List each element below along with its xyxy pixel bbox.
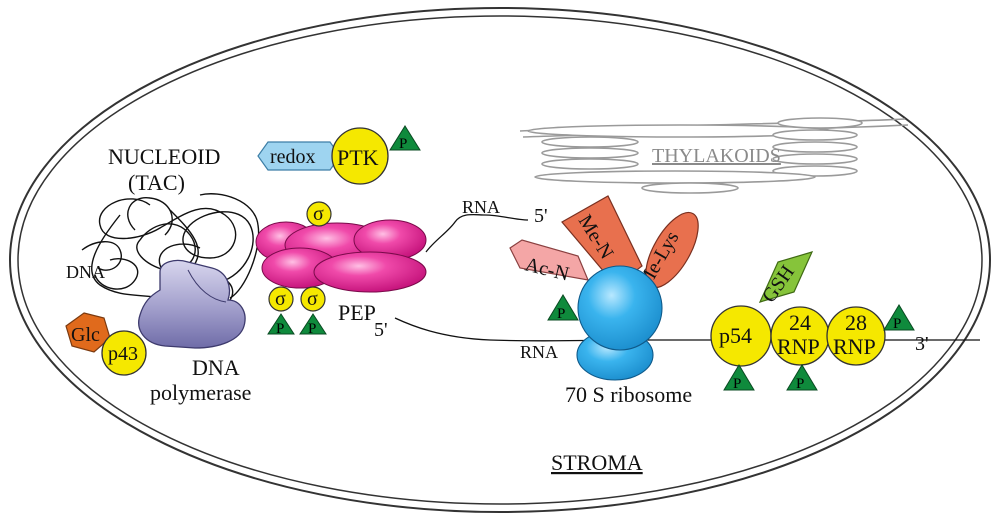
dna-label: DNA bbox=[66, 262, 105, 282]
lower-five-prime-label: 5' bbox=[374, 319, 388, 341]
phospho-label-ribosome: P bbox=[557, 306, 565, 322]
chloroplast-envelope bbox=[9, 7, 991, 513]
tac-label: (TAC) bbox=[128, 170, 185, 195]
phospho-label-ptk: P bbox=[399, 136, 407, 152]
lower-rna-label: RNA bbox=[520, 342, 558, 362]
phospho-label-p54: P bbox=[733, 376, 741, 392]
gsh-tag bbox=[758, 251, 814, 303]
ptk-circle bbox=[331, 127, 389, 185]
upper-five-prime-label: 5' bbox=[534, 205, 548, 227]
rnp28-number: 28 bbox=[845, 310, 867, 335]
rnp28-circle bbox=[826, 306, 886, 366]
pep-complex bbox=[255, 219, 427, 293]
p43-circle bbox=[101, 330, 147, 376]
phospho-sigma-right bbox=[299, 313, 327, 335]
pep-label: PEP bbox=[338, 300, 376, 325]
dna-polymerase bbox=[138, 259, 246, 349]
three-prime-label: 3' bbox=[915, 333, 929, 355]
ribosome-label: 70 S ribosome bbox=[565, 382, 692, 407]
phospho-sigma-left bbox=[267, 313, 295, 335]
rnp24-word: RNP bbox=[777, 334, 820, 359]
ribosome-large-subunit bbox=[577, 265, 663, 351]
nucleoid-label: NUCLEOID bbox=[108, 144, 220, 169]
thylakoids-label: THYLAKOIDS bbox=[652, 145, 781, 167]
phospho-rnp28 bbox=[883, 304, 915, 331]
upper-rna-label: RNA bbox=[462, 197, 500, 217]
sigma-factor-left bbox=[268, 286, 294, 312]
dna-polymerase-label-line2: polymerase bbox=[150, 380, 251, 405]
thylakoid-stacks bbox=[519, 117, 909, 194]
ptk-label: PTK bbox=[337, 145, 379, 170]
phospho-label-rnp28: P bbox=[893, 316, 901, 332]
glc-hexagon bbox=[65, 312, 111, 353]
sigma-label-left: σ bbox=[275, 288, 286, 310]
redox-label: redox bbox=[270, 146, 316, 168]
sigma-factor-top bbox=[306, 201, 332, 227]
phospho-label-sigma-right: P bbox=[308, 321, 316, 337]
rnp28-word: RNP bbox=[833, 334, 876, 359]
glc-label: Glc bbox=[71, 324, 100, 346]
phospho-rnp24 bbox=[786, 364, 818, 391]
p54-label: p54 bbox=[719, 323, 752, 348]
p43-label: p43 bbox=[108, 343, 138, 365]
phospho-p54 bbox=[723, 364, 755, 391]
stroma-label: STROMA bbox=[551, 450, 643, 475]
sigma-factor-right bbox=[300, 286, 326, 312]
phospho-ribosome bbox=[547, 294, 579, 321]
upper-rna-strand bbox=[425, 213, 529, 253]
acetyl-modification bbox=[509, 239, 589, 281]
methyl-modification bbox=[561, 195, 643, 287]
dna-polymerase-label-line1: DNA bbox=[192, 355, 240, 380]
sigma-label-top: σ bbox=[313, 203, 324, 225]
phospho-label-sigma-left: P bbox=[276, 321, 284, 337]
sigma-label-right: σ bbox=[307, 288, 318, 310]
rnp24-number: 24 bbox=[789, 310, 811, 335]
phospho-ptk bbox=[389, 125, 421, 151]
phospho-label-rnp24: P bbox=[796, 376, 804, 392]
